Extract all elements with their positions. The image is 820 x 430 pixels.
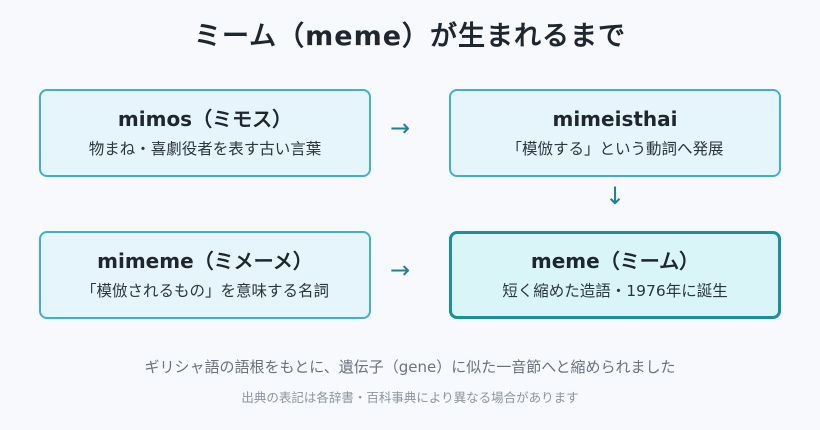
step-box-mimos: mimos（ミモス） 物まね・喜劇役者を表す古い言葉 [39,89,371,177]
step-term: mimeisthai [552,107,678,132]
step-box-meme: meme（ミーム） 短く縮めた造語・1976年に誕生 [449,231,781,319]
step-description: 短く縮めた造語・1976年に誕生 [502,282,728,301]
step-description: 「模倣されるもの」を意味する名詞 [80,282,329,301]
step-box-mimeisthai: mimeisthai 「模倣する」という動詞へ発展 [449,89,781,177]
step-term: meme（ミーム） [530,249,700,274]
right-arrow-icon: → [390,256,411,284]
footnote-main: ギリシャ語の語根をもとに、遺伝子（gene）に似た一音節へと縮められました [144,358,676,376]
step-description: 「模倣する」という動詞へ発展 [506,140,724,159]
step-box-mimeme: mimeme（ミメーメ） 「模倣されるもの」を意味する名詞 [39,231,371,319]
diagram-title: ミーム（meme）が生まれるまで [193,21,627,52]
down-arrow-icon: ↓ [605,182,626,210]
step-term: mimeme（ミメーメ） [97,249,313,274]
step-term: mimos（ミモス） [117,107,293,132]
footnote-source: 出典の表記は各辞書・百科事典により異なる場合があります [241,390,579,405]
right-arrow-icon: → [390,114,411,142]
step-description: 物まね・喜劇役者を表す古い言葉 [88,140,322,159]
